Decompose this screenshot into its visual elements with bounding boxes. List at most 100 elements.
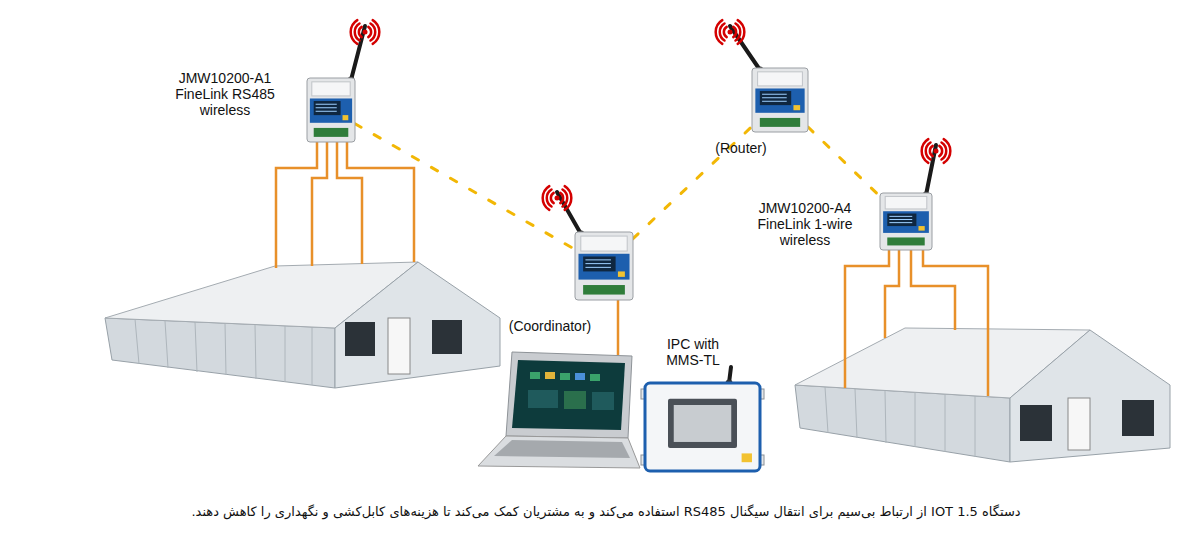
device-label-panel — [885, 196, 927, 209]
terminal-block — [583, 285, 625, 295]
laptop-keyboard — [494, 440, 630, 458]
wireless-device: JMW10200-A1 FineLink RS485 wireless — [307, 78, 355, 142]
radio-wave — [720, 24, 725, 41]
device-label: (Router) — [706, 140, 776, 156]
ipc-screen — [674, 405, 732, 442]
radio-wave-center — [363, 30, 368, 35]
tile — [592, 392, 614, 410]
greenhouse-fan — [432, 320, 462, 354]
ipc-logo — [742, 453, 752, 462]
device-label: IPC with MMS-TL — [658, 336, 728, 368]
wire — [845, 250, 889, 388]
antenna — [557, 192, 581, 234]
screen-line — [762, 101, 787, 102]
radio-wave — [359, 27, 362, 37]
greenhouse-gable — [335, 262, 500, 388]
radio-wave — [560, 193, 563, 203]
screen-line — [762, 97, 787, 98]
tile — [545, 372, 555, 379]
radio-wave — [930, 146, 933, 156]
device-screen — [887, 214, 916, 227]
radio-wave — [716, 20, 723, 44]
radio-wave — [563, 190, 568, 207]
device-label-panel — [312, 82, 350, 96]
greenhouse-fan — [345, 322, 375, 356]
greenhouse-ribs — [825, 387, 975, 457]
device-drawing — [752, 68, 808, 132]
greenhouse-wall — [105, 318, 335, 388]
device-logo — [343, 115, 349, 120]
wireless-device: JMW10200-A4 FineLink 1-wire wireless — [880, 193, 932, 250]
device-screen — [583, 256, 615, 271]
device-label: JMW10200-A1 FineLink RS485 wireless — [168, 70, 282, 118]
radio-wave — [371, 24, 376, 41]
radio-wave — [373, 20, 380, 44]
device-screen — [314, 101, 341, 115]
wire — [885, 250, 899, 338]
radio-wave — [733, 27, 736, 37]
radio-wave — [551, 193, 554, 203]
ipc-body — [645, 383, 760, 471]
device-faceplate — [578, 254, 629, 280]
ipc-device: IPC with MMS-TL — [645, 383, 760, 471]
radio-wave — [942, 143, 947, 160]
rib — [945, 394, 946, 452]
screen-line — [762, 94, 787, 95]
wireless-link — [355, 124, 575, 250]
greenhouse-right — [795, 328, 1170, 462]
wire — [312, 142, 327, 266]
device-faceplate — [755, 88, 804, 112]
radio-wave-center — [934, 149, 939, 154]
rib — [855, 389, 857, 438]
tile — [564, 391, 586, 409]
radio-wave — [355, 24, 360, 41]
radio-wave — [944, 139, 951, 163]
screen-line — [316, 104, 337, 105]
device-label-panel — [758, 72, 803, 86]
rib — [225, 323, 226, 375]
radio-wave — [926, 143, 931, 160]
screen-line — [889, 219, 912, 220]
rib — [885, 391, 886, 443]
greenhouse-ribs — [135, 319, 312, 385]
wireless-device: (Coordinator) — [575, 232, 633, 300]
device-drawing — [307, 78, 355, 142]
screen-line — [889, 222, 912, 223]
device-drawing — [645, 383, 760, 471]
laptop-screen — [512, 360, 625, 430]
terminal-block — [760, 118, 800, 127]
device-drawing — [575, 232, 633, 300]
wireless-device: (Router) — [752, 68, 808, 132]
laptop — [478, 352, 640, 468]
greenhouse-door — [1068, 398, 1090, 450]
radio-wave — [939, 146, 942, 156]
rib — [825, 387, 828, 433]
greenhouse-fan — [1020, 405, 1052, 441]
wire — [923, 250, 988, 396]
rib — [135, 319, 139, 364]
radio-wave — [738, 20, 745, 44]
device-body — [880, 193, 932, 250]
terminal-block — [887, 237, 924, 245]
tile — [528, 390, 558, 408]
ipc-bezel — [668, 399, 737, 448]
screen-line — [316, 111, 337, 112]
device-logo — [918, 226, 924, 231]
rib — [255, 325, 256, 379]
tile — [575, 373, 585, 380]
device-label: JMW10200-A4 FineLink 1-wire wireless — [748, 200, 862, 248]
greenhouse-fan — [1122, 400, 1154, 436]
greenhouse-door — [388, 318, 410, 374]
screen-line — [585, 259, 611, 260]
screen-line — [585, 263, 611, 264]
device-logo — [618, 271, 625, 276]
tile — [560, 373, 570, 380]
radio-wave — [922, 139, 929, 163]
radio-wave — [565, 186, 572, 210]
screen-line — [585, 267, 611, 268]
screen-line — [889, 216, 912, 217]
wire — [911, 250, 955, 330]
radio-wave — [543, 186, 550, 210]
